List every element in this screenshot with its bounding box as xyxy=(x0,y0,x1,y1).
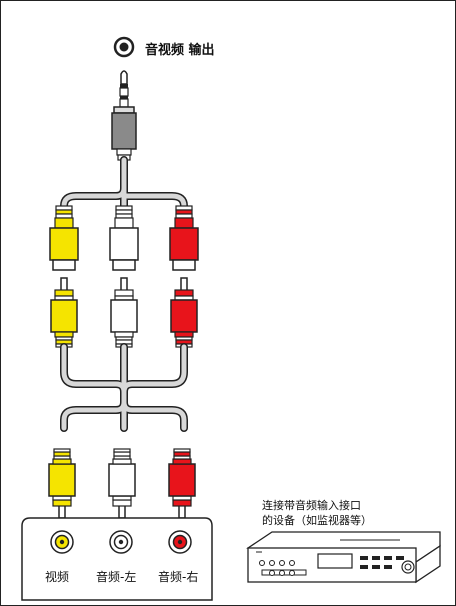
device-label-line2: 的设备（如监视器等） xyxy=(262,514,372,527)
av-output-icon xyxy=(113,36,135,58)
device-label-line1: 连接带音频输入接口 xyxy=(262,499,361,512)
rca-plug-red-upper xyxy=(169,205,199,271)
jack-label-audio-right: 音频-右 xyxy=(158,570,199,584)
rca-jack-icon-right xyxy=(168,530,192,554)
rca-plug-yellow-upper xyxy=(49,205,79,271)
rca-plug-red-lower xyxy=(168,448,196,519)
av-output-label: 音视频 输出 xyxy=(145,43,215,58)
headphone-plug-icon xyxy=(111,70,137,161)
jack-label-video: 视频 xyxy=(45,570,70,584)
rca-plug-white-middle xyxy=(110,277,138,348)
rca-plug-white-upper xyxy=(109,205,139,271)
av-receiver-icon xyxy=(246,531,441,584)
middle-plugs xyxy=(50,277,198,348)
upper-cable xyxy=(60,156,188,216)
middle-cable xyxy=(60,343,188,432)
jack-label-audio-left: 音频-左 xyxy=(96,570,137,584)
rca-plug-white-lower xyxy=(108,448,136,519)
rca-plug-yellow-lower xyxy=(48,448,76,519)
upper-plugs xyxy=(49,205,199,271)
rca-jack-icon-video xyxy=(50,530,74,554)
lower-plugs xyxy=(48,448,196,519)
rca-plug-yellow-middle xyxy=(50,277,78,348)
rca-jack-panel xyxy=(21,517,213,601)
rca-plug-red-middle xyxy=(170,277,198,348)
rca-jack-icon-left xyxy=(109,530,133,554)
